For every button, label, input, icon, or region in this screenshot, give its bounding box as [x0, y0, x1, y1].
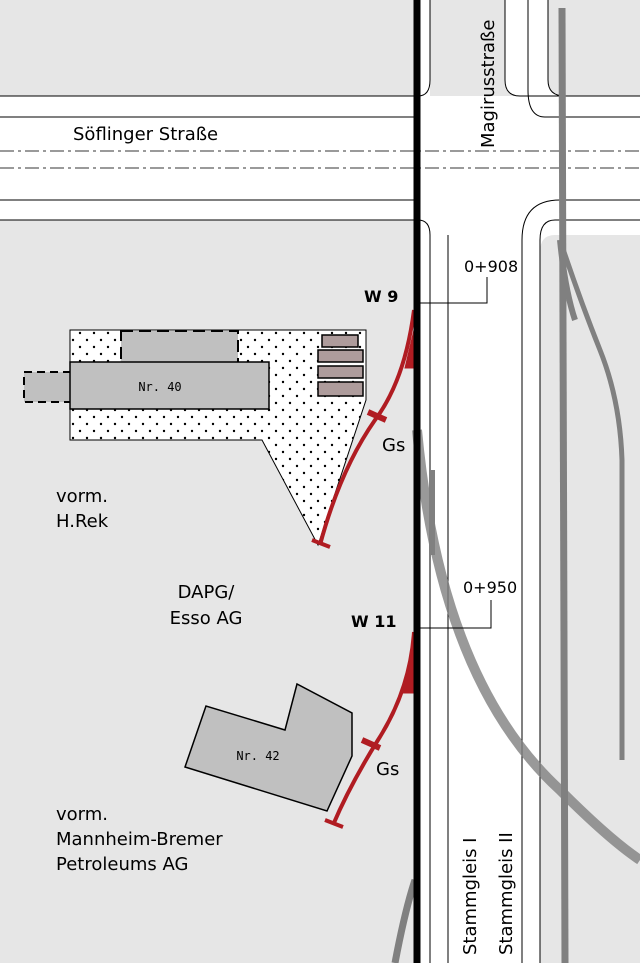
- area-label-rek-1: vorm.: [56, 486, 108, 507]
- building-nr42-label: Nr. 42: [236, 749, 279, 763]
- nr40-annex-top: [120, 330, 239, 364]
- building-nr40: [69, 361, 270, 410]
- chainage-950: 0+950: [463, 578, 517, 597]
- tank-1: [321, 334, 359, 348]
- tank-4: [317, 381, 364, 397]
- tank-3: [317, 365, 364, 379]
- area-label-mb-1: vorm.: [56, 804, 108, 825]
- chainage-908: 0+908: [464, 257, 518, 276]
- track-label-stammgleis-1: Stammgleis I: [460, 838, 481, 956]
- tank-group: [317, 334, 364, 397]
- track-label-stammgleis-2: Stammgleis II: [496, 832, 517, 955]
- chainage-leaders: [420, 277, 492, 629]
- road-centerline: [0, 150, 640, 169]
- turnout-w11: W 11: [351, 612, 396, 631]
- street-label-magirus: Magirusstraße: [478, 20, 499, 148]
- nr40-annex-left: [23, 371, 73, 403]
- building-nr40-label: Nr. 40: [138, 380, 181, 394]
- old-tracks: [391, 7, 640, 963]
- building-nr42: [184, 682, 353, 812]
- siding-label-lower: Gs: [376, 759, 399, 780]
- area-label-dapg-1: DAPG/: [178, 582, 236, 603]
- area-label-rek-2: H.Rek: [56, 511, 109, 532]
- area-label-mb-2: Mannheim-Bremer: [56, 829, 223, 850]
- block-top-middle: [430, 0, 520, 96]
- block-top-right: [548, 0, 640, 96]
- tank-2: [317, 349, 364, 363]
- block-top-left: [0, 0, 417, 96]
- siding-label-upper: Gs: [382, 435, 405, 456]
- area-label-dapg-2: Esso AG: [170, 608, 243, 629]
- turnout-w9: W 9: [364, 287, 398, 306]
- area-label-mb-3: Petroleums AG: [56, 854, 188, 875]
- siding-upper: [318, 309, 416, 546]
- street-label-soeflinger: Söflinger Straße: [73, 124, 218, 145]
